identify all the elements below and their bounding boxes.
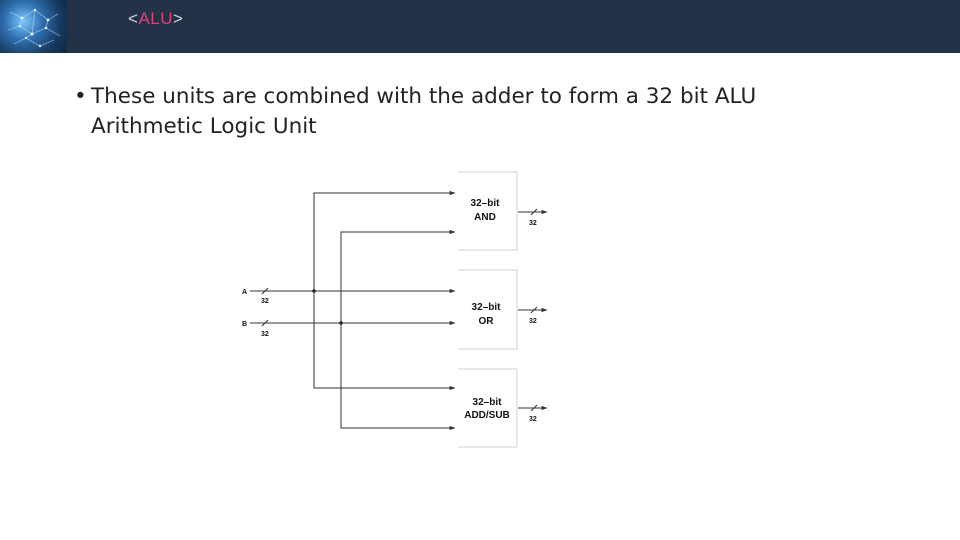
bullet-line-2: Arithmetic Logic Unit	[91, 114, 317, 139]
title-close-bracket: >	[173, 9, 184, 28]
addsub-block-line2: ADD/SUB	[464, 410, 510, 421]
bullet-symbol: •	[74, 84, 87, 109]
addsub-block	[458, 368, 518, 448]
input-a-label: A	[242, 289, 247, 296]
header-bar: <ALU>	[0, 0, 960, 53]
title-main: ALU	[138, 9, 174, 28]
input-a-width: 32	[261, 298, 269, 305]
or-block	[458, 269, 518, 350]
b-junction-dot	[339, 321, 343, 325]
a-to-and-wire	[313, 190, 456, 291]
and-block-line2: AND	[474, 212, 496, 223]
bullet-line-1: These units are combined with the adder …	[91, 84, 757, 109]
a-to-addsub-wire	[313, 291, 456, 391]
a-junction-dot	[312, 289, 316, 293]
input-a-slash	[261, 287, 269, 295]
or-output-slash	[530, 306, 538, 314]
addsub-output-slash	[530, 404, 538, 412]
addsub-block-line1: 32–bit	[473, 397, 503, 408]
and-block	[458, 171, 518, 251]
bullet-point: • These units are combined with the adde…	[74, 82, 834, 142]
or-block-line1: 32–bit	[472, 302, 502, 313]
input-b-slash	[261, 319, 269, 327]
and-output-slash	[530, 208, 538, 216]
b-to-and-wire	[340, 229, 456, 323]
addsub-output-width: 32	[529, 416, 537, 423]
b-to-addsub-wire	[340, 323, 456, 431]
or-block-line2: OR	[479, 316, 495, 327]
or-output-width: 32	[529, 318, 537, 325]
and-output-width: 32	[529, 220, 537, 227]
input-b-label: B	[242, 321, 247, 328]
title-open-bracket: <	[128, 9, 139, 28]
and-block-line1: 32–bit	[471, 198, 501, 209]
slide-title: <ALU>	[128, 9, 183, 29]
brain-thumbnail-icon	[0, 0, 67, 53]
input-b-width: 32	[261, 331, 269, 338]
